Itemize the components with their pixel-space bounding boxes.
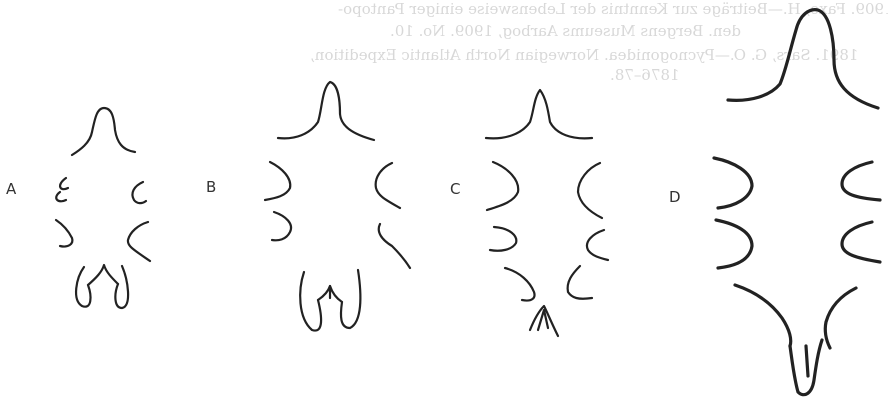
figure-label-c: C [450,180,460,198]
figure-label-d: D [669,188,681,206]
figure-label-b: B [206,178,216,196]
drawing-b [265,82,410,331]
figure-label-a: A [6,180,16,198]
drawing-a [56,108,150,308]
drawing-c [486,90,608,336]
drawing-d [714,10,880,395]
